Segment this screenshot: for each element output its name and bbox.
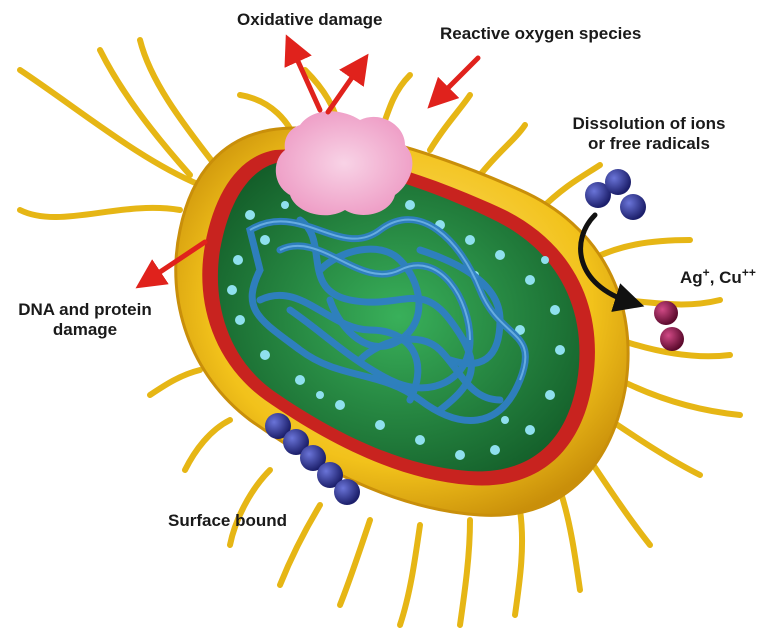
ion-sep: , <box>710 268 719 287</box>
ion-ag-charge: + <box>703 265 710 279</box>
oxidative-arrow-right-icon <box>328 66 360 112</box>
label-surface-bound: Surface bound <box>168 511 287 531</box>
label-dissolution-line2: or free radicals <box>544 134 754 154</box>
label-oxidative-damage: Oxidative damage <box>237 10 383 30</box>
ion-cu-charge: ++ <box>742 265 756 279</box>
ros-arrow-icon <box>438 58 478 98</box>
label-dna-line1: DNA and protein <box>0 300 170 320</box>
label-dissolution-line1: Dissolution of ions <box>544 114 754 134</box>
ion-cu: Cu <box>719 268 742 287</box>
label-ions: Ag+, Cu++ <box>680 268 756 288</box>
ions-dissolved <box>585 169 646 220</box>
label-dna-line2: damage <box>0 320 170 340</box>
label-dna-protein-damage: DNA and protein damage <box>0 300 170 340</box>
label-reactive-oxygen-species: Reactive oxygen species <box>440 24 641 44</box>
label-dissolution: Dissolution of ions or free radicals <box>544 114 754 154</box>
ions-released <box>654 301 684 351</box>
ros-blob <box>276 111 413 215</box>
ion-ag: Ag <box>680 268 703 287</box>
